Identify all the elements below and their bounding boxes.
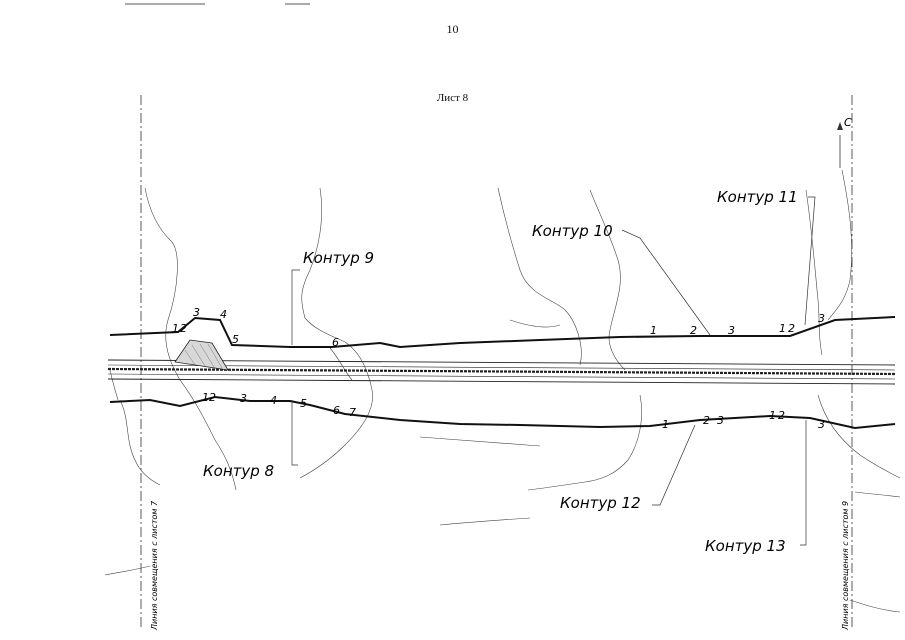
bottom-point-label: 3 — [717, 414, 724, 427]
top-point-label: 1 — [779, 322, 786, 335]
north-arrow-head — [837, 122, 843, 130]
bottom-point-label: 1 — [769, 409, 776, 422]
embankment-mound — [174, 339, 229, 371]
contour-leaders — [291, 196, 816, 546]
contour-13-label: Контур 13 — [705, 537, 786, 555]
bottom-point-label: 1 — [202, 391, 209, 404]
contour-12-label: Контур 12 — [560, 494, 641, 512]
top-point-label: 1 — [650, 324, 657, 337]
page-number: 10 — [446, 22, 459, 36]
north-label: С — [844, 116, 852, 129]
bottom-point-label: 7 — [349, 406, 356, 419]
top-point-label: 2 — [180, 322, 187, 335]
top-point-label: 3 — [818, 312, 825, 325]
highway — [107, 359, 896, 385]
contour-9-label: Контур 9 — [303, 249, 374, 267]
embankment-hatch — [184, 343, 223, 369]
bottom-point-label: 4 — [270, 394, 277, 407]
top-point-label: 2 — [788, 322, 795, 335]
bottom-boundary-line — [109, 395, 896, 430]
match-line-right-label: Линия совмещения с листом 9 — [841, 501, 850, 631]
bottom-point-label: 5 — [300, 397, 307, 410]
sheet-title: Лист 8 — [436, 92, 469, 104]
contour-10-label: Контур 10 — [532, 222, 613, 240]
bottom-point-label: 6 — [333, 404, 340, 417]
top-point-label: 3 — [193, 306, 200, 319]
bottom-point-label: 2 — [209, 391, 216, 404]
terrain-lines — [104, 169, 901, 613]
top-boundary-line — [109, 316, 896, 349]
top-point-label: 3 — [728, 324, 735, 337]
match-line-left-label: Линия совмещения с листом 7 — [150, 500, 159, 631]
bottom-point-label: 2 — [778, 409, 785, 422]
top-point-label: 2 — [690, 324, 697, 337]
bottom-point-label: 3 — [818, 418, 825, 431]
contour-11-label: Контур 11 — [717, 188, 798, 206]
bottom-point-label: 3 — [240, 392, 247, 405]
contour-8-label: Контур 8 — [203, 462, 274, 480]
top-point-label: 1 — [172, 322, 179, 335]
bottom-point-label: 2 — [703, 414, 710, 427]
bottom-point-label: 1 — [662, 418, 669, 431]
top-point-label: 5 — [232, 333, 239, 346]
top-point-label: 4 — [220, 308, 227, 321]
top-point-label: 6 — [332, 336, 339, 349]
